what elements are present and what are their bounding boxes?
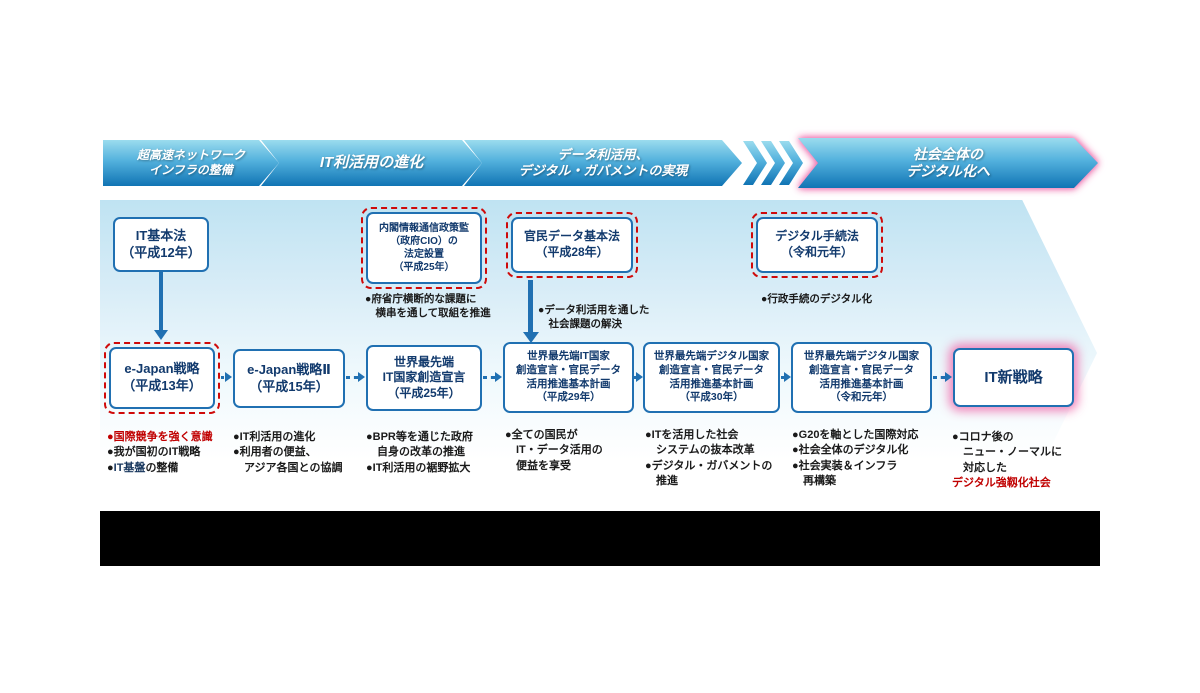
bottom-black-bar bbox=[100, 511, 1100, 566]
law-box-title: デジタル手続法 （令和元年） bbox=[775, 229, 859, 259]
emphasis-text: IT基盤 bbox=[113, 461, 146, 474]
phase-arrow-label: データ利活用、 デジタル・ガバメントの実現 bbox=[518, 146, 688, 178]
law-box-inner: 内閣情報通信政策監 （政府CIO）の 法定設置 （平成25年） bbox=[366, 212, 482, 284]
strategy-box-title: e-Japan戦略Ⅱ （平成15年） bbox=[247, 361, 331, 394]
law-box-title: IT基本法 （平成12年） bbox=[121, 227, 201, 260]
strategy-box-inner: e-Japan戦略 （平成13年） bbox=[109, 347, 215, 409]
bullet-line: ●全ての国民が IT・データ活用の 便益を享受 bbox=[505, 429, 603, 472]
strategy-box-ejapan2: e-Japan戦略Ⅱ （平成15年） bbox=[233, 349, 345, 408]
strategy-box-it-new-strategy: IT新戦略 bbox=[953, 348, 1074, 407]
bullet-line: ●社会実装＆インフラ 再構築 bbox=[792, 459, 898, 488]
strategy-box-h29-plan: 世界最先端IT国家 創造宣言・官民データ 活用推進基本計画 （平成29年） bbox=[503, 342, 634, 413]
transition-chevron-icon bbox=[743, 141, 767, 185]
down-arrow-icon bbox=[528, 280, 533, 332]
bullet-line: ●国際競争を強く意識 bbox=[107, 431, 213, 443]
bullet-text: の整備 bbox=[145, 461, 179, 474]
bullet-line: ●IT基盤の整備 bbox=[107, 461, 237, 476]
law-box-inner: デジタル手続法 （令和元年） bbox=[756, 217, 878, 273]
bullets-h29: ●全ての国民が IT・データ活用の 便益を享受 bbox=[505, 428, 631, 474]
phase-arrow-it-utilization: IT利活用の進化 bbox=[261, 140, 482, 186]
bullet-line: ●G20を軸とした国際対応 bbox=[792, 429, 919, 441]
strategy-box-title: 世界最先端デジタル国家 創造宣言・官民データ 活用推進基本計画 （平成30年） bbox=[653, 350, 770, 404]
down-arrow-icon bbox=[159, 272, 163, 330]
bullet-line: ●BPR等を通じた政府 自身の改革の推進 bbox=[366, 431, 473, 459]
dotted-arrow-icon bbox=[346, 371, 365, 383]
bullet-line: ●デジタル・ガバメントの 推進 bbox=[645, 459, 773, 488]
strategy-box-title: 世界最先端 IT国家創造宣言 （平成25年） bbox=[382, 354, 466, 400]
phase-arrow-label: 社会全体の デジタル化へ bbox=[906, 145, 990, 179]
strategy-box-title: 世界最先端デジタル国家 創造宣言・官民データ 活用推進基本計画 （令和元年） bbox=[803, 350, 920, 404]
law-box-inner: 官民データ基本法 （平成28年） bbox=[511, 217, 633, 273]
law-note-digital-procedures: ●行政手続のデジタル化 bbox=[761, 293, 873, 305]
bullet-line: ●IT利活用の進化 bbox=[233, 431, 316, 443]
bullet-line: ●IT利活用の裾野拡大 bbox=[366, 461, 471, 474]
phase-arrow-data-digital-government: データ利活用、 デジタル・ガバメントの実現 bbox=[464, 140, 742, 186]
bullets-h30: ●ITを活用した社会 システムの抜本改革 ●デジタル・ガバメントの 推進 bbox=[645, 428, 787, 490]
bullets-ejapan: ●国際競争を強く意識 ●我が国初のIT戦略 ●IT基盤の整備 bbox=[107, 430, 237, 476]
strategy-box-title: 世界最先端IT国家 創造宣言・官民データ 活用推進基本計画 （平成29年） bbox=[516, 350, 621, 404]
dotted-arrow-icon bbox=[483, 371, 502, 383]
strategy-box-title: IT新戦略 bbox=[984, 368, 1043, 386]
bullets-souzou-sengen: ●BPR等を通じた政府 自身の改革の推進 ●IT利活用の裾野拡大 bbox=[366, 430, 498, 476]
down-arrowhead-icon bbox=[154, 330, 168, 340]
bullet-line: ●社会全体のデジタル化 bbox=[792, 444, 909, 457]
phase-arrow-label: 超高速ネットワーク インフラの整備 bbox=[136, 148, 245, 177]
bullet-line: ●利用者の便益、 アジア各国との協調 bbox=[233, 446, 343, 474]
law-box-title: 官民データ基本法 （平成28年） bbox=[523, 229, 620, 259]
strategy-box-it-kokka-souzou-sengen: 世界最先端 IT国家創造宣言 （平成25年） bbox=[366, 345, 482, 411]
bullets-r1: ●G20を軸とした国際対応 ●社会全体のデジタル化 ●社会実装＆インフラ 再構築 bbox=[792, 428, 940, 490]
law-box-it-basic-law: IT基本法 （平成12年） bbox=[113, 217, 209, 272]
strategy-box-r1-plan: 世界最先端デジタル国家 創造宣言・官民データ 活用推進基本計画 （令和元年） bbox=[791, 342, 932, 413]
down-arrowhead-icon bbox=[523, 332, 539, 343]
phase-arrow-society-digitalization: 社会全体の デジタル化へ bbox=[798, 138, 1098, 188]
phase-arrow-glow: 社会全体の デジタル化へ bbox=[798, 138, 1098, 188]
bullet-line: ●我が国初のIT戦略 bbox=[107, 446, 201, 459]
strategy-box-h30-plan: 世界最先端デジタル国家 創造宣言・官民データ 活用推進基本計画 （平成30年） bbox=[643, 342, 780, 413]
law-box-digital-procedure-law: デジタル手続法 （令和元年） bbox=[751, 212, 883, 278]
law-note-data-utilization: ●データ利活用を通した 社会課題の解決 bbox=[538, 304, 650, 331]
dotted-arrow-icon bbox=[781, 371, 791, 383]
bullet-marker: ● bbox=[107, 461, 114, 474]
law-box-title: 内閣情報通信政策監 （政府CIO）の 法定設置 （平成25年） bbox=[379, 223, 469, 273]
bullet-line-highlight: デジタル強靱化社会 bbox=[952, 477, 1051, 490]
bullet-line: ●ITを活用した社会 システムの抜本改革 bbox=[645, 429, 755, 457]
bullet-line: ●コロナ後の ニュー・ノーマルに 対応した bbox=[952, 431, 1062, 474]
phase-arrow-label: IT利活用の進化 bbox=[319, 153, 424, 171]
law-box-public-private-data-law: 官民データ基本法 （平成28年） bbox=[506, 212, 638, 278]
law-box-cio-establishment: 内閣情報通信政策監 （政府CIO）の 法定設置 （平成25年） bbox=[361, 207, 487, 289]
dotted-arrow-icon bbox=[221, 371, 232, 383]
dotted-arrow-icon bbox=[933, 371, 952, 383]
law-note-cross-ministry: ●府省庁横断的な課題に 横串を通して取組を推進 bbox=[365, 293, 491, 320]
strategy-box-ejapan: e-Japan戦略 （平成13年） bbox=[104, 342, 220, 414]
phase-arrow-network-infra: 超高速ネットワーク インフラの整備 bbox=[103, 140, 279, 186]
bullets-ejapan2: ●IT利活用の進化 ●利用者の便益、 アジア各国との協調 bbox=[233, 430, 358, 476]
bullets-it-new-strategy: ●コロナ後の ニュー・ノーマルに 対応した デジタル強靱化社会 bbox=[952, 430, 1090, 492]
dotted-arrow-icon bbox=[634, 371, 643, 383]
strategy-box-title: e-Japan戦略 （平成13年） bbox=[122, 361, 202, 393]
